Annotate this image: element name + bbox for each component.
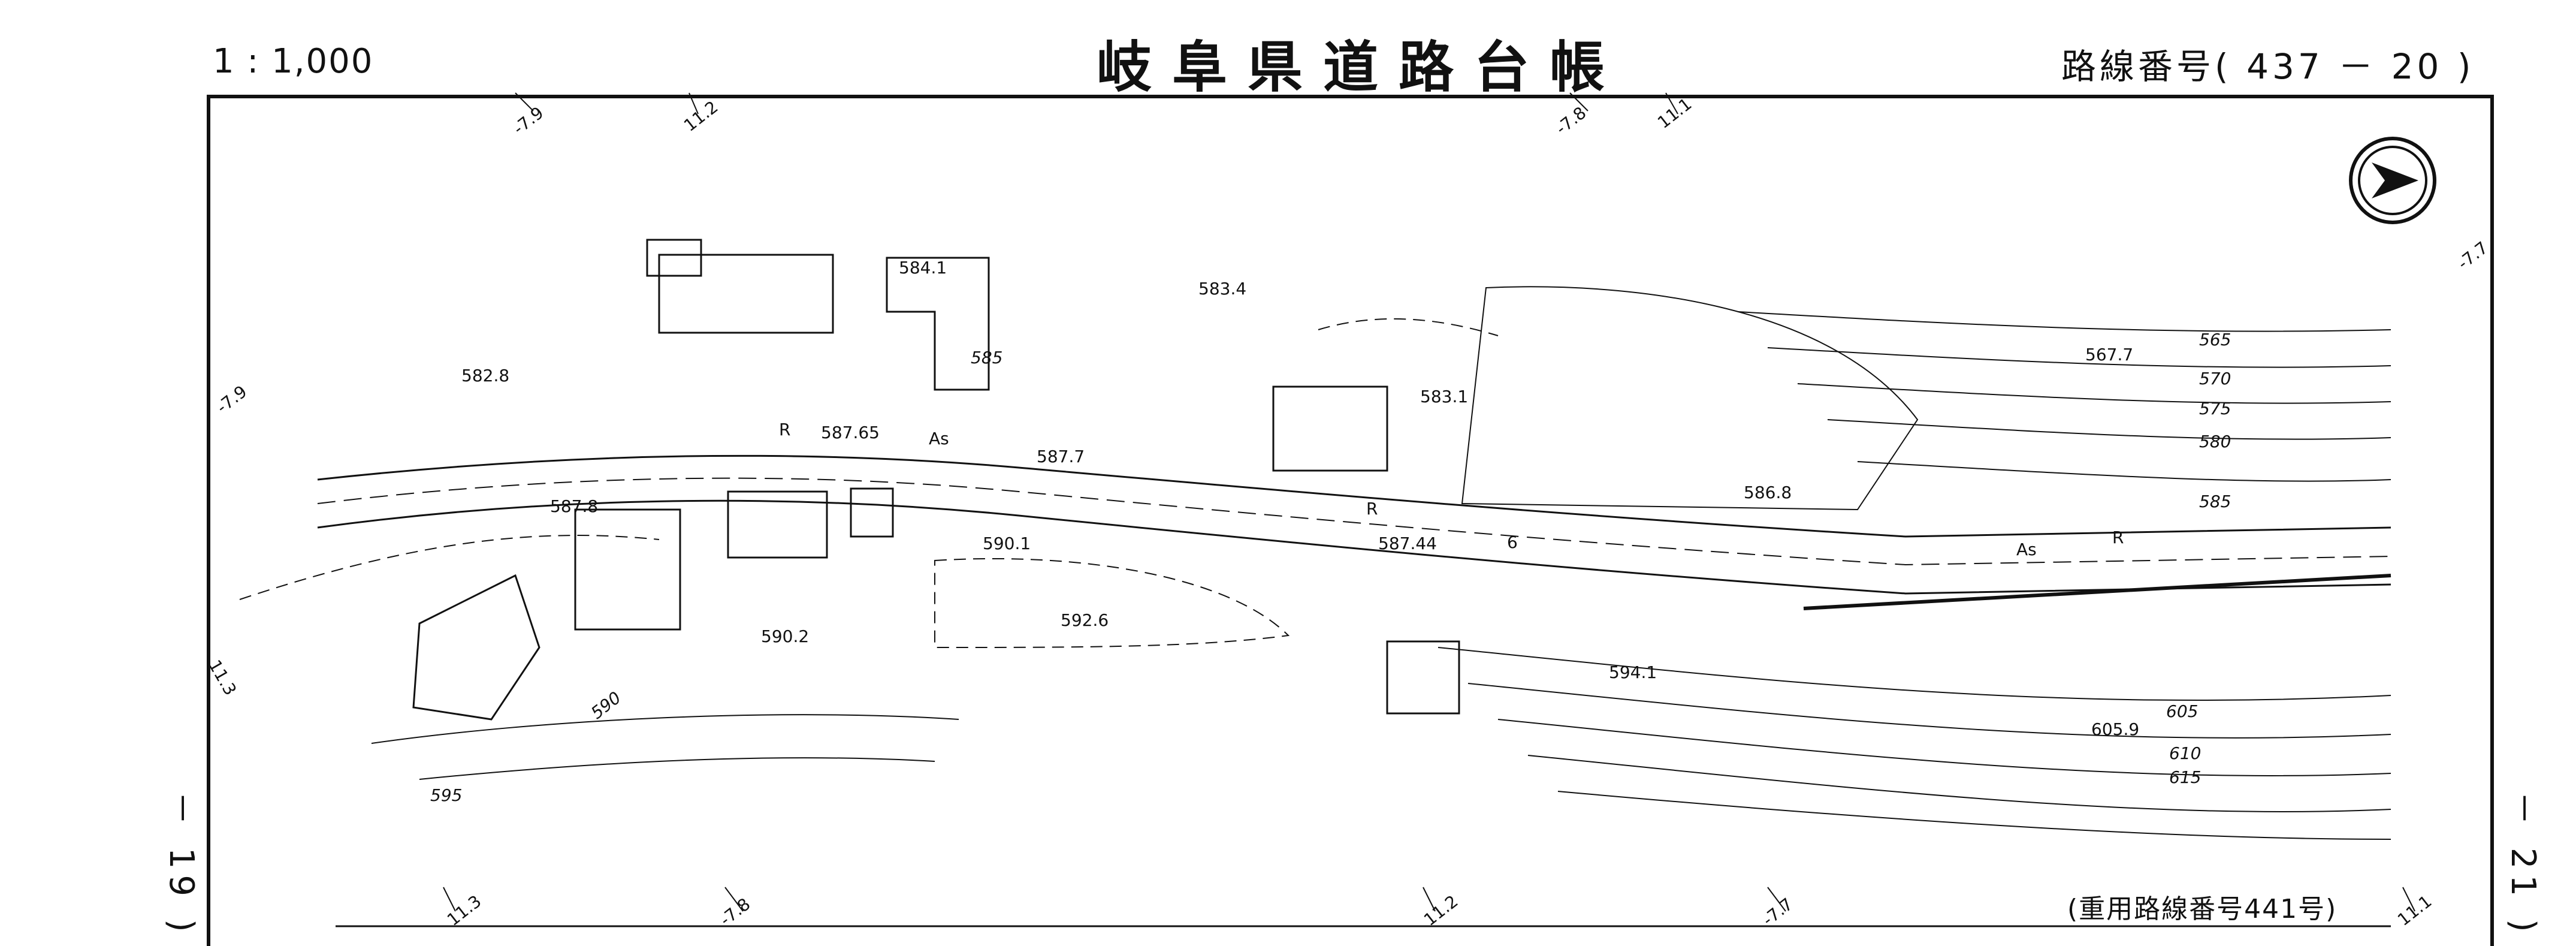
contour-label: 585 (2199, 492, 2231, 511)
buildings (412, 239, 1460, 721)
elevation-label: 594.1 (1609, 662, 1657, 682)
elevation-label: 582.8 (461, 366, 510, 385)
grid-tick (1569, 92, 1589, 112)
contour-north-5 (1857, 461, 2391, 482)
road-edge-south (317, 499, 2391, 595)
elevation-label: 587.7 (1037, 447, 1085, 466)
elevation-label: 587.65 (821, 423, 880, 442)
shared-route-note: (重用路線番号441号) (2067, 894, 2338, 924)
building (658, 254, 834, 334)
contour-label: 605 (2166, 701, 2198, 721)
building (574, 508, 681, 631)
contour-label: 585 (971, 348, 1003, 367)
grid-tick (1423, 887, 1436, 912)
north-arrow-compass-icon (2348, 135, 2438, 225)
grid-tick (724, 887, 744, 912)
grid-tick (443, 887, 456, 912)
grid-tick (688, 92, 699, 115)
road-edge-north (317, 454, 2391, 538)
road-surface-mark: 6 (1507, 532, 1518, 552)
page-ref-left: － 19 ) (162, 791, 201, 938)
contour-west-1 (371, 714, 959, 744)
terrain-contours (371, 286, 2391, 840)
parcel-boundaries (239, 318, 1499, 649)
contour-label: 570 (2199, 369, 2231, 388)
contour-west-2 (419, 757, 935, 780)
road-centerline (317, 477, 2391, 566)
railway-track (1803, 574, 2391, 610)
grid-tick (515, 92, 534, 112)
grid-tick (1767, 887, 1786, 912)
building (412, 574, 540, 721)
elevation-label: 605.9 (2091, 719, 2140, 739)
contour-label: 595 (430, 785, 463, 805)
contour-north-3 (1797, 383, 2391, 404)
road-surface-mark: R (779, 420, 791, 439)
map-title: 岐阜県道路台帳 (1097, 35, 1626, 100)
route-number-label: 路線番号( 437 － 20 ) (2061, 38, 2475, 89)
elevation-label: 590.1 (983, 534, 1031, 553)
elevation-label: 584.1 (899, 258, 947, 278)
elevation-label: 587.8 (550, 496, 599, 516)
contour-label: 610 (2169, 743, 2201, 763)
route-label-text: 路線番号 (2061, 46, 2215, 87)
road-edges (317, 454, 2391, 610)
route-number-value: ( 437 － 20 ) (2215, 46, 2475, 87)
elevation-label: 583.1 (1420, 387, 1469, 406)
elevation-label: 583.4 (1198, 279, 1247, 299)
grid-tick (1665, 92, 1678, 115)
road-surface-mark: As (929, 429, 949, 448)
map-frame (207, 95, 2494, 946)
elevation-label: 592.6 (1061, 610, 1109, 630)
slope-area (1461, 286, 1919, 511)
elevation-label: 586.8 (1744, 483, 1792, 502)
contour-label: 615 (2169, 767, 2201, 787)
boundary-line (934, 558, 1290, 649)
boundary-line (239, 535, 660, 600)
contour-south-2 (1467, 683, 2391, 739)
contour-label: 580 (2199, 432, 2231, 451)
elevation-label: 590.2 (761, 626, 810, 646)
contour-label: 575 (2199, 399, 2231, 418)
building (1272, 385, 1388, 472)
contour-north-4 (1827, 419, 2391, 440)
page-ref-right: － 21 ) (2503, 791, 2542, 938)
building (646, 239, 702, 277)
contour-south-5 (1557, 791, 2391, 840)
contour-south-3 (1497, 719, 2391, 776)
contour-north-1 (1737, 311, 2391, 332)
contour-label: 565 (2199, 330, 2231, 350)
elevation-label: 567.7 (2085, 345, 2134, 364)
road-surface-mark: As (2016, 540, 2037, 559)
building (850, 487, 894, 538)
grid-tick (2402, 887, 2415, 912)
road-surface-mark: R (2112, 528, 2124, 547)
elevation-label: 587.44 (1378, 534, 1437, 553)
building (1386, 640, 1460, 715)
grid-tick-marks (443, 92, 2415, 912)
boundary-line (1318, 318, 1499, 336)
contour-north-2 (1767, 347, 2391, 368)
building (727, 490, 828, 559)
contour-south-4 (1527, 755, 2391, 812)
contour-south-1 (1438, 647, 2391, 701)
scale-label: 1 : 1,000 (213, 42, 374, 81)
building (886, 257, 990, 391)
road-surface-mark: R (1366, 499, 1378, 519)
